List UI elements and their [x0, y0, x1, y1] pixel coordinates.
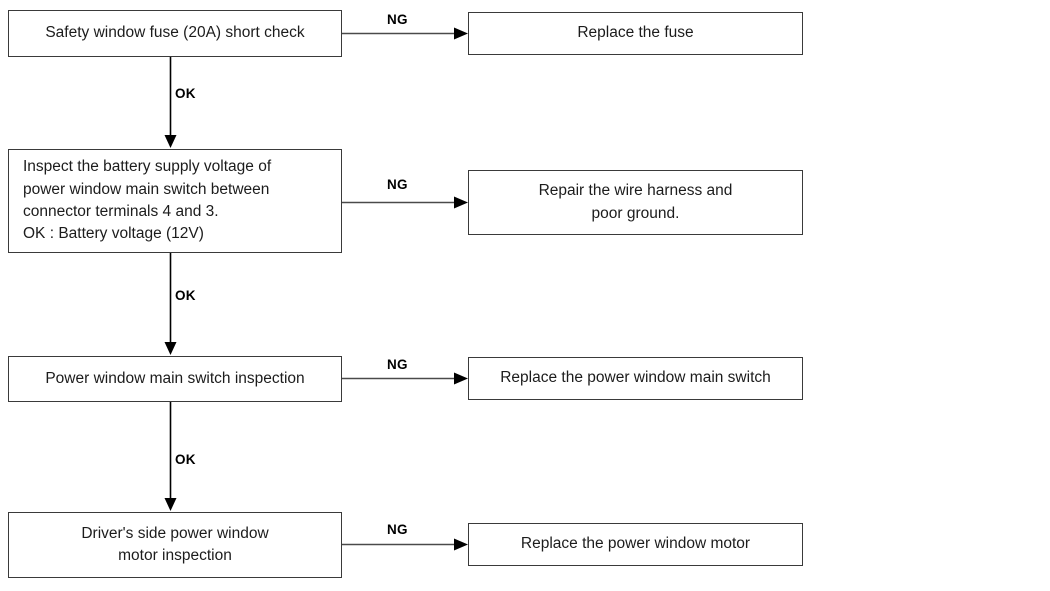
node-label: Inspect the battery supply voltage of po… [23, 158, 272, 243]
connector-step1-ok [162, 57, 180, 149]
node-label: Driver's side power window motor inspect… [81, 524, 269, 564]
node-drivers-side-power-window-motor-inspection[interactable]: Driver's side power window motor inspect… [8, 512, 342, 578]
node-label: Replace the fuse [577, 24, 694, 42]
edge-label-ng-2: NG [387, 177, 408, 192]
node-label: Power window main switch inspection [45, 369, 305, 387]
node-replace-the-fuse[interactable]: Replace the fuse [468, 12, 803, 55]
connector-step1-ng [342, 18, 470, 50]
connector-step4-ng [342, 529, 470, 561]
edge-label-ng-1: NG [387, 12, 408, 27]
node-power-window-main-switch-inspection[interactable]: Power window main switch inspection [8, 356, 342, 402]
edge-label-ok-3: OK [175, 452, 196, 467]
node-safety-window-fuse-check[interactable]: Safety window fuse (20A) short check [8, 10, 342, 57]
node-replace-power-window-motor[interactable]: Replace the power window motor [468, 523, 803, 566]
connector-step3-ng [342, 363, 470, 395]
connector-step3-ok [162, 402, 180, 512]
edge-label-ng-3: NG [387, 357, 408, 372]
node-repair-wire-harness[interactable]: Repair the wire harness and poor ground. [468, 170, 803, 235]
edge-label-ok-2: OK [175, 288, 196, 303]
node-inspect-battery-supply-voltage[interactable]: Inspect the battery supply voltage of po… [8, 149, 342, 253]
connector-step2-ng [342, 187, 470, 219]
edge-label-ok-1: OK [175, 86, 196, 101]
edge-label-ng-4: NG [387, 522, 408, 537]
node-replace-power-window-main-switch[interactable]: Replace the power window main switch [468, 357, 803, 400]
node-label: Repair the wire harness and poor ground. [538, 182, 733, 222]
node-label: Replace the power window main switch [500, 369, 771, 387]
node-label: Safety window fuse (20A) short check [45, 24, 305, 42]
connector-step2-ok [162, 253, 180, 356]
node-label: Replace the power window motor [520, 535, 751, 553]
